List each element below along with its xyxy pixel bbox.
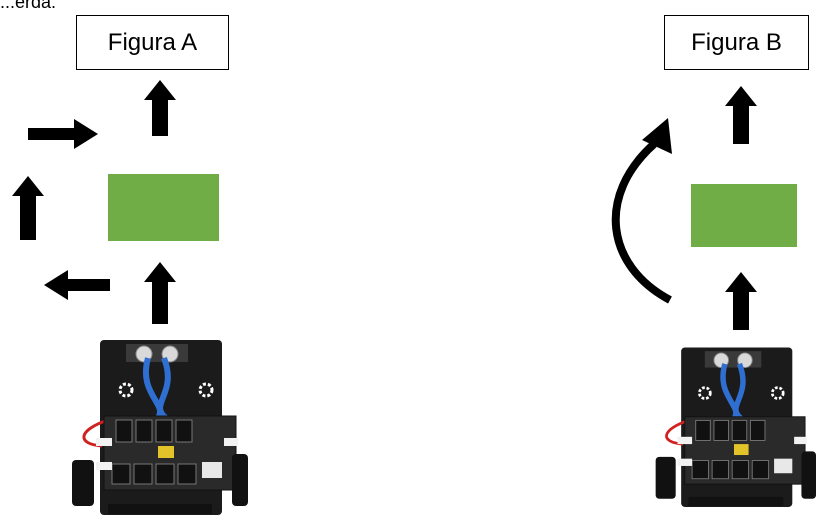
figure-a-label: Figura A [76, 15, 229, 70]
obstacle-b [691, 184, 797, 247]
header-fragment-text: ...erda. [0, 0, 57, 12]
arrow-right-icon [28, 119, 98, 149]
arrow-up-icon [144, 262, 176, 324]
robot-car-a [72, 340, 248, 515]
curved-bypass-arrow-icon [611, 118, 672, 304]
robot-car-b [655, 347, 816, 507]
arrow-up-icon [144, 80, 176, 136]
arrow-up-icon [725, 272, 757, 330]
obstacle-a [108, 174, 219, 241]
arrow-left-icon [44, 270, 110, 300]
figure-b-label: Figura B [664, 15, 809, 70]
arrow-up-icon [12, 176, 44, 240]
arrow-up-icon [725, 86, 757, 144]
